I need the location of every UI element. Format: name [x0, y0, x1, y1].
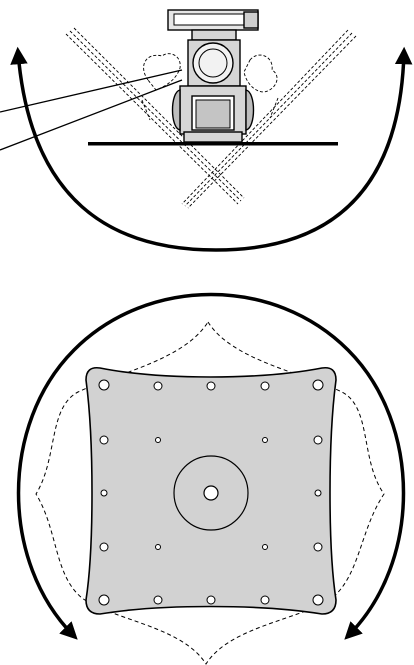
tilt-view: [0, 9, 413, 252]
tilt-mount-plate: [88, 142, 338, 146]
mounting-holes: [98, 379, 324, 606]
rotation-hub-inner: [203, 485, 219, 501]
rotation-arrow-icon: [16, 292, 406, 640]
rotation-view: [16, 292, 406, 665]
tilt-head: [167, 9, 259, 143]
tilt-ghost-head-right: [243, 54, 278, 93]
rotation-ghost-outline: [35, 321, 385, 665]
tilt-ghost-arm: [141, 97, 279, 121]
tilt-pointer: [0, 69, 183, 151]
tilt-arrow-icon: [10, 46, 413, 252]
rotation-hub-outer: [173, 455, 249, 531]
